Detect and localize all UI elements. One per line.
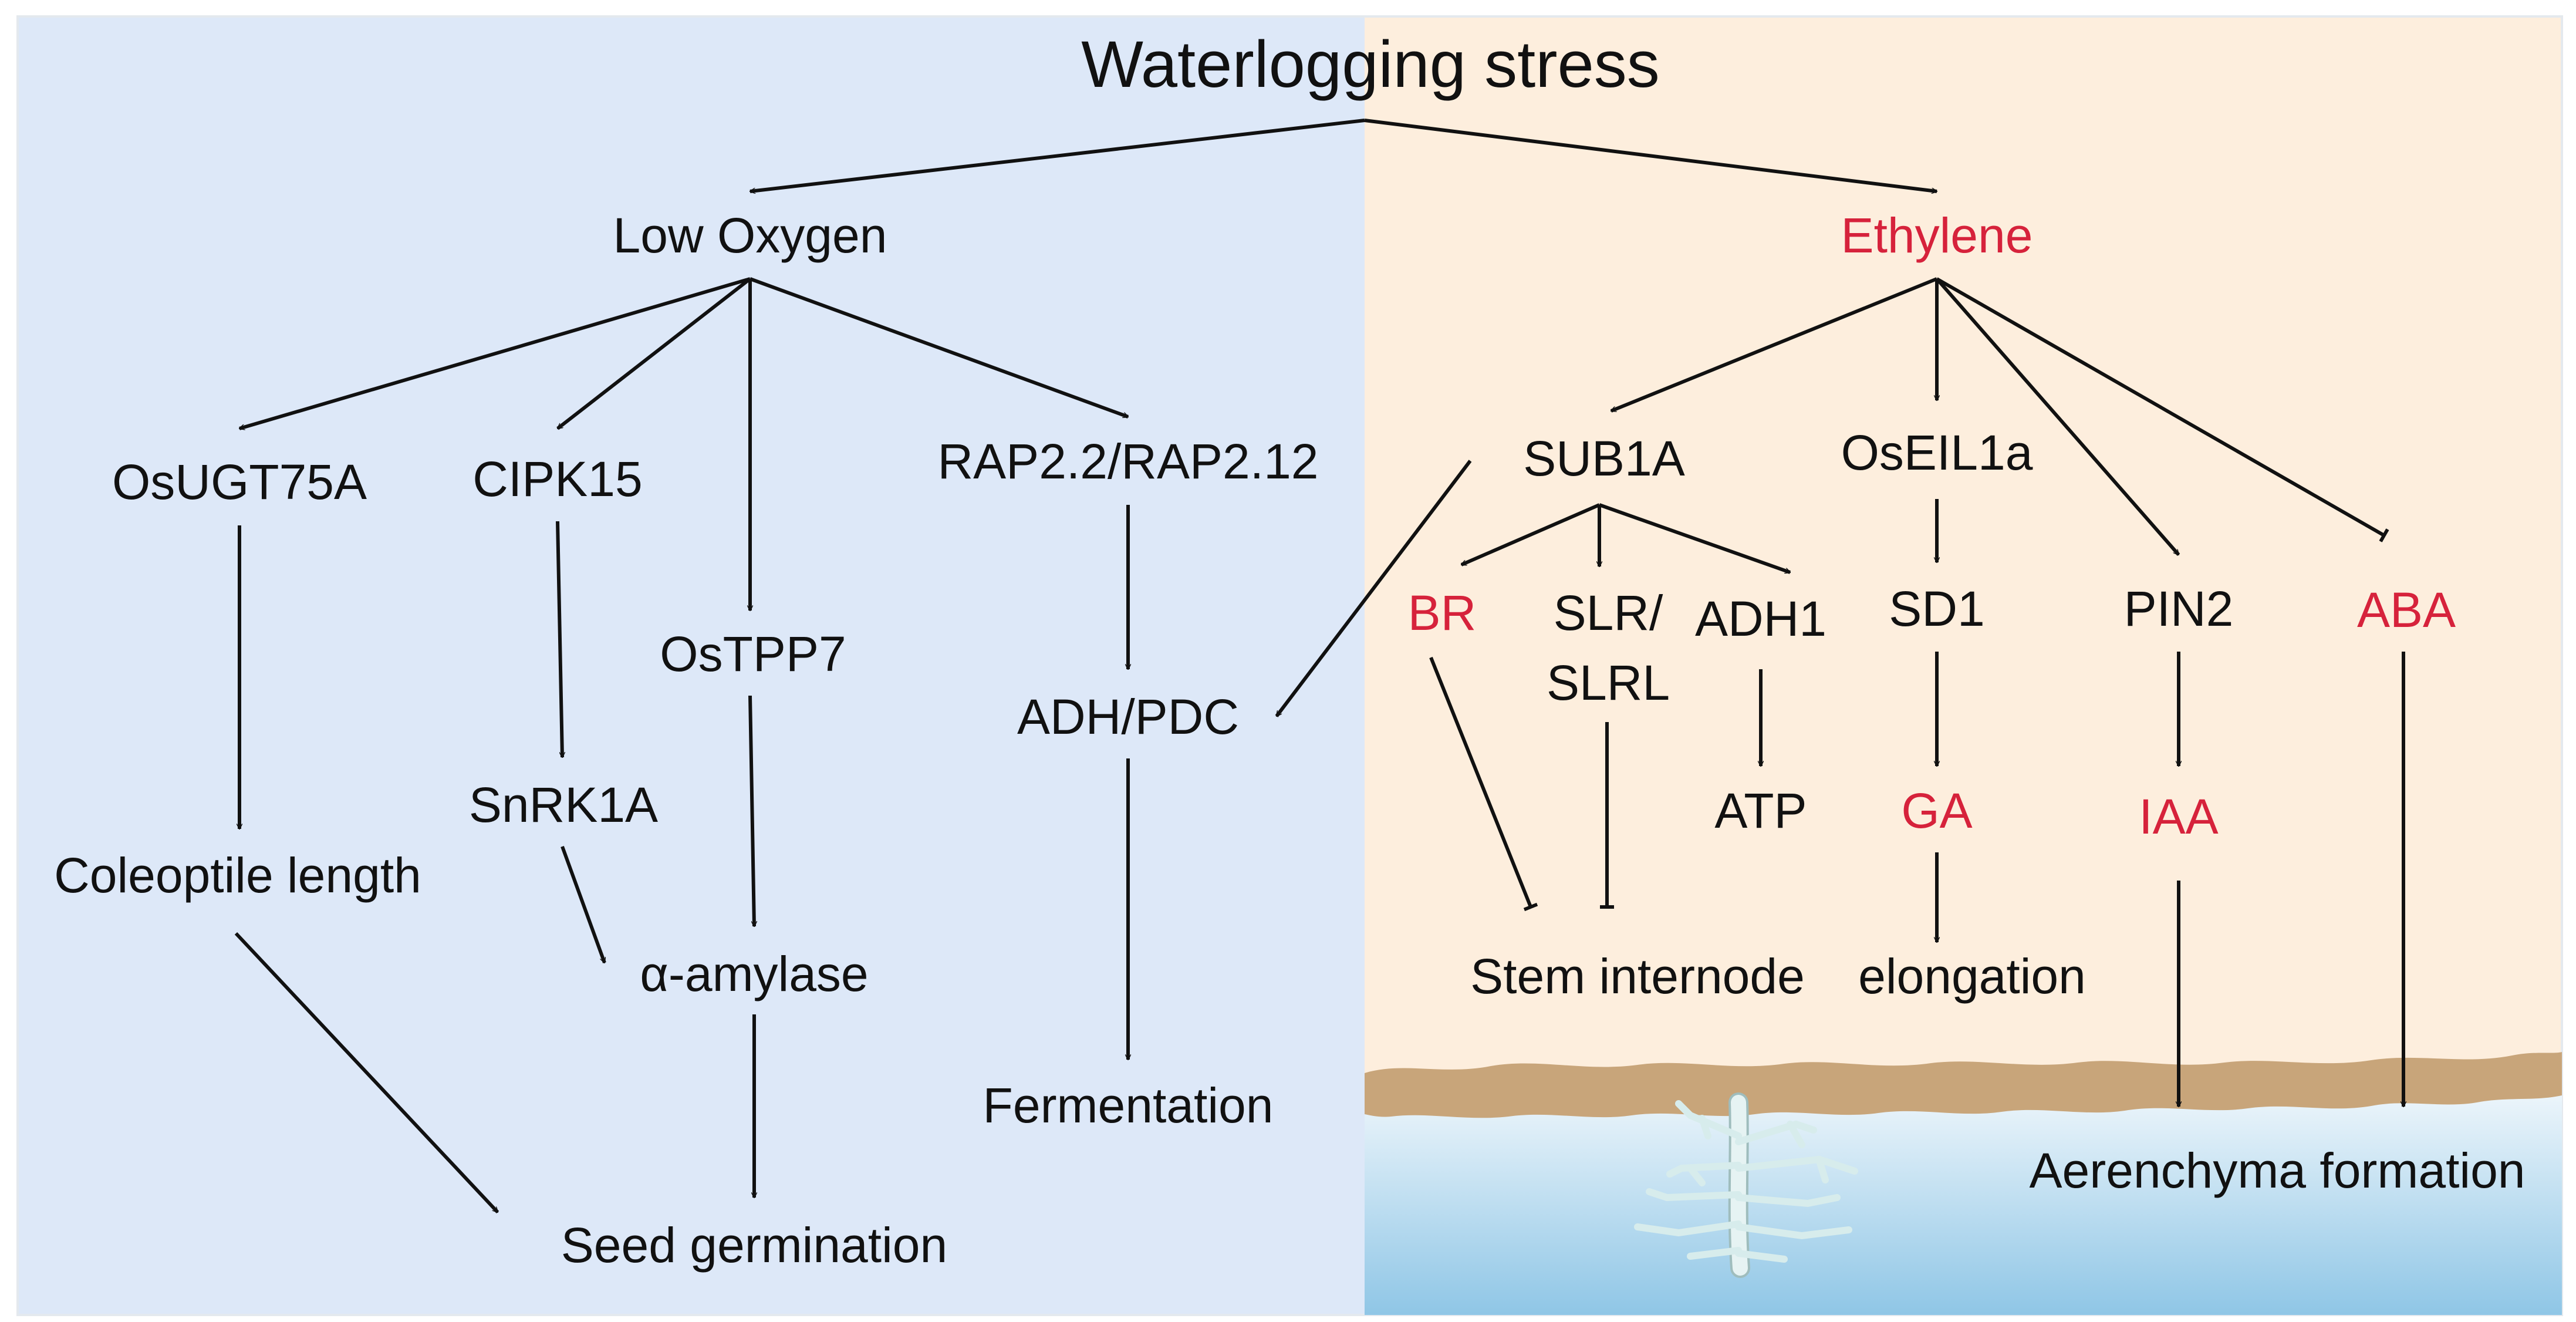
soil-layer	[1365, 1052, 2562, 1118]
node-sub1a: SUB1A	[1523, 431, 1684, 486]
edge-stress-to-ethylene	[1364, 119, 1937, 191]
node-slr-line-2: SLRL	[1547, 655, 1670, 710]
node-adh1: ADH1	[1695, 591, 1827, 646]
node-atp: ATP	[1714, 783, 1807, 838]
edge-low-oxygen-to-rap22	[749, 277, 1128, 419]
node-osugt75a: OsUGT75A	[112, 454, 367, 510]
root-icon	[1634, 1092, 1858, 1278]
edge-sub1a-to-adh1	[1598, 503, 1790, 574]
node-aba: ABA	[2357, 582, 2456, 638]
node-cipk15: CIPK15	[472, 451, 643, 507]
node-aerenchyma-formation: Aerenchyma formation	[2029, 1143, 2525, 1198]
diagram-title: Waterlogging stress	[1081, 28, 1660, 101]
edge-br-inhibits-stem-internode	[1429, 656, 1538, 912]
outer-frame	[16, 15, 2563, 1316]
node-elongation: elongation	[1858, 949, 2086, 1004]
node-sd1: SD1	[1889, 581, 1984, 636]
water-area	[1365, 1080, 2562, 1315]
node-adh-pdc: ADH/PDC	[1017, 689, 1239, 744]
node-seed-germination: Seed germination	[561, 1218, 947, 1273]
node-alpha-amylase: α-amylase	[640, 946, 868, 1001]
node-ethylene: Ethylene	[1841, 208, 2033, 263]
node-coleoptile-length: Coleoptile length	[54, 848, 421, 903]
edge-low-oxygen-to-osugt75a	[239, 277, 751, 429]
node-ga: GA	[1901, 783, 1972, 838]
edge-ethylene-inhibits-aba	[1936, 277, 2389, 542]
left-panel-background	[18, 16, 1365, 1315]
node-rap22-rap212: RAP2.2/RAP2.12	[937, 434, 1318, 489]
edge-stress-to-low-oxygen	[750, 119, 1365, 191]
edge-low-oxygen-to-cipk15	[558, 277, 751, 430]
labels-layer: Waterlogging stress Low Oxygen Ethylene …	[54, 28, 2525, 1273]
edge-coleoptile-to-seed-germination	[234, 932, 499, 1214]
edge-sub1a-to-br	[1461, 503, 1601, 566]
node-snrk1a: SnRK1A	[469, 777, 658, 832]
node-iaa: IAA	[2139, 789, 2218, 844]
node-oseil1a: OsEIL1a	[1841, 425, 2033, 480]
edge-ethylene-to-pin2	[1935, 278, 2180, 556]
edge-ethylene-to-sub1a	[1611, 277, 1938, 413]
node-slr-line-1: SLR/	[1554, 585, 1663, 640]
node-ostpp7: OsTPP7	[660, 626, 846, 682]
edge-cipk15-to-snrk1a	[556, 521, 562, 757]
edge-ostpp7-to-alpha-amylase	[748, 695, 754, 926]
node-pin2: PIN2	[2124, 581, 2234, 636]
edge-snrk1a-to-alpha-amylase	[561, 845, 606, 963]
edges-layer	[234, 119, 2403, 1214]
edge-sub1a-to-adh-pdc	[1275, 460, 1472, 716]
node-br: BR	[1408, 585, 1477, 640]
node-low-oxygen: Low Oxygen	[613, 208, 887, 263]
node-stem-internode: Stem internode	[1470, 949, 1805, 1004]
node-fermentation: Fermentation	[983, 1078, 1274, 1133]
